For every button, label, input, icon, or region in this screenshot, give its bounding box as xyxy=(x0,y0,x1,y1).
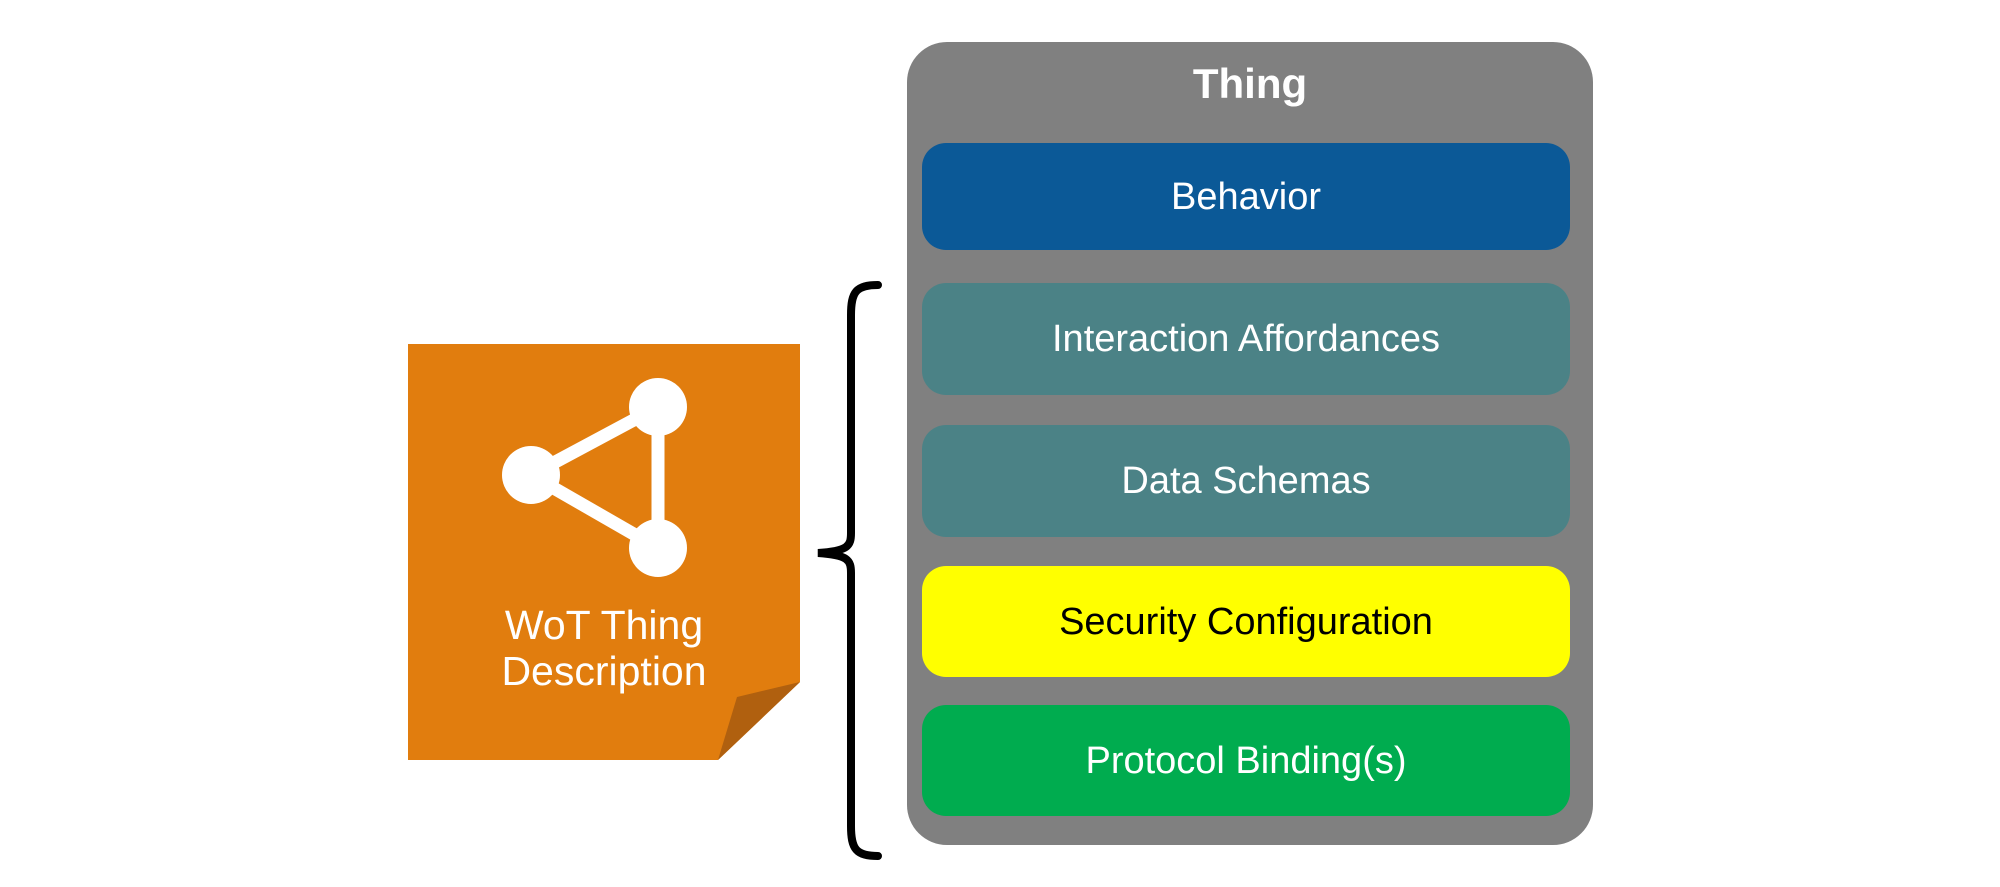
curly-brace xyxy=(817,281,882,860)
protocol-bindings-box: Protocol Binding(s) xyxy=(922,705,1570,816)
note-sheet xyxy=(408,344,800,760)
thing-panel-title: Thing xyxy=(1192,60,1308,107)
thing-panel: Thing Behavior Interaction Affordances D… xyxy=(907,42,1593,845)
protocol-bindings-box-label: Protocol Binding(s) xyxy=(1085,739,1407,782)
data-schemas-box-label: Data Schemas xyxy=(1121,460,1371,502)
note-label-line2: Description xyxy=(501,648,707,694)
data-schemas-box: Data Schemas xyxy=(922,425,1570,537)
wot-td-note: WoT Thing Description xyxy=(408,344,800,760)
curly-brace-path xyxy=(817,281,882,860)
wot-logo-icon xyxy=(502,378,687,577)
behavior-box: Behavior xyxy=(922,143,1570,250)
behavior-box-label: Behavior xyxy=(1171,175,1321,218)
interaction-affordances-box: Interaction Affordances xyxy=(922,283,1570,395)
note-label: WoT Thing Description xyxy=(408,602,800,694)
security-configuration-box: Security Configuration xyxy=(922,566,1570,677)
interaction-affordances-box-label: Interaction Affordances xyxy=(1052,318,1440,360)
security-configuration-box-label: Security Configuration xyxy=(1059,600,1433,643)
note-label-line1: WoT Thing xyxy=(504,602,704,648)
